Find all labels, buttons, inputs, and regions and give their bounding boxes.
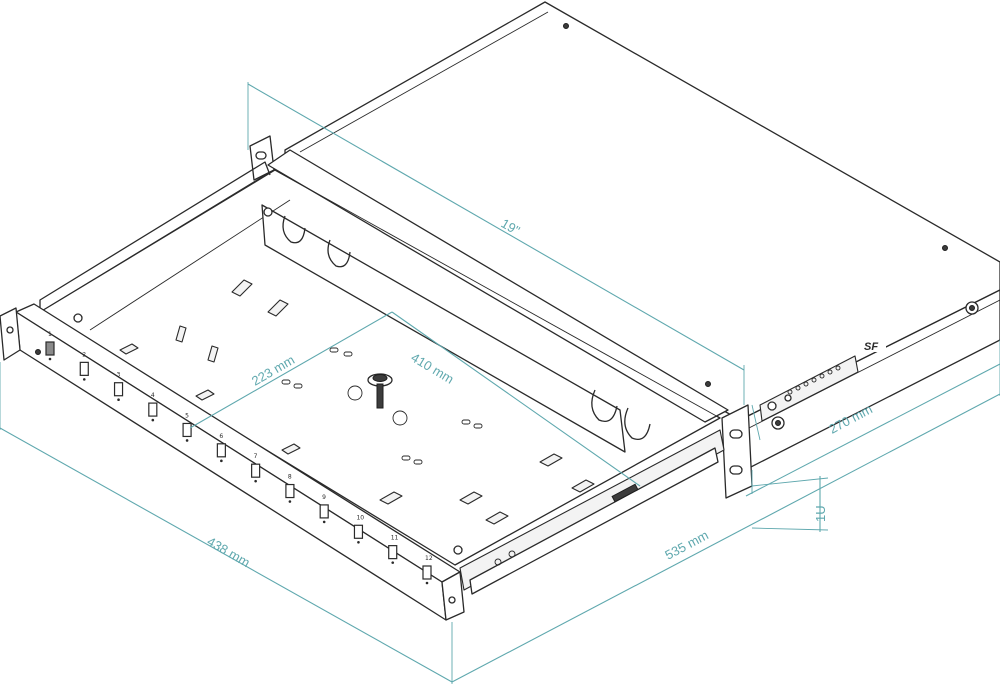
port-10: 10 xyxy=(353,514,364,544)
port-number-label: 6 xyxy=(219,433,223,440)
splice-tabs xyxy=(119,279,595,525)
mount-slot-icon xyxy=(729,429,743,439)
port-number-label: 4 xyxy=(151,392,155,399)
port-number-label: 5 xyxy=(185,412,189,419)
port-cutout xyxy=(285,483,295,499)
dim-line-bracket-depth xyxy=(745,363,1000,497)
port-2: 2 xyxy=(79,351,89,381)
dim-label-front-width: 438 mm xyxy=(205,534,253,570)
right-mounting-ear xyxy=(721,404,753,499)
port-number-label: 7 xyxy=(254,453,258,460)
port-cutout xyxy=(388,545,398,560)
mount-slot-icon xyxy=(729,465,743,475)
port-9: 9 xyxy=(319,494,329,524)
port-number-label: 10 xyxy=(356,514,364,521)
port-number-label: 8 xyxy=(288,474,292,481)
dim-label-height: 1U xyxy=(813,505,828,522)
port-cutout xyxy=(216,443,226,458)
drawer-slide xyxy=(459,429,725,595)
port-cutout xyxy=(422,565,432,580)
dim-line-total-depth xyxy=(451,393,1000,683)
port-3: 3 xyxy=(113,372,124,402)
port-number-label: 11 xyxy=(391,535,399,542)
port-dot xyxy=(151,418,155,422)
dim-line-front-width xyxy=(0,427,453,683)
port-number-label: 12 xyxy=(425,555,433,562)
port-number-label: 2 xyxy=(82,351,86,358)
port-4: 4 xyxy=(148,392,158,422)
port-cutout xyxy=(45,341,55,356)
front-panel xyxy=(0,303,465,621)
dim-line-depth xyxy=(391,311,641,487)
port-dot xyxy=(254,479,257,483)
dim-label-total-depth: 535 mm xyxy=(662,527,711,562)
port-cutout xyxy=(182,422,192,438)
port-dot xyxy=(391,561,395,564)
port-dot xyxy=(185,439,189,442)
bolt-icon xyxy=(767,401,777,411)
port-8: 8 xyxy=(285,474,295,503)
port-dot xyxy=(220,459,223,463)
slide-rail xyxy=(759,355,859,430)
port-7: 7 xyxy=(251,453,261,483)
port-dot xyxy=(322,520,326,524)
bolt-icon xyxy=(784,394,792,402)
port-dot xyxy=(117,398,120,402)
port-cutout xyxy=(79,361,89,376)
cover-screw-icon xyxy=(705,381,711,387)
port-cutout xyxy=(148,402,158,417)
dim-line-tray-width xyxy=(189,311,393,429)
port-11: 11 xyxy=(388,535,399,564)
port-5: 5 xyxy=(182,412,192,442)
port-6: 6 xyxy=(216,433,226,463)
brand-logo: SF xyxy=(862,338,886,353)
port-1: 1 xyxy=(45,331,55,361)
port-cutout xyxy=(353,524,364,539)
port-cutout xyxy=(113,382,124,397)
cover-screw-icon xyxy=(563,23,569,29)
port-dot xyxy=(357,540,360,544)
dim-line-rack-width xyxy=(247,83,745,371)
logo-text: SF xyxy=(864,341,878,353)
port-number-label: 9 xyxy=(322,494,326,501)
port-number-label: 1 xyxy=(48,331,52,338)
port-dot xyxy=(48,357,52,361)
port-dot xyxy=(425,581,429,585)
center-bolt-icon xyxy=(367,373,393,409)
cover-screw-icon xyxy=(942,245,948,251)
port-cutout xyxy=(251,463,261,478)
port-12: 12 xyxy=(422,555,433,585)
panel-screw-icon xyxy=(35,349,41,355)
port-number-label: 3 xyxy=(117,372,121,379)
port-dot xyxy=(82,378,86,381)
floor-slots xyxy=(281,347,483,465)
port-cutout xyxy=(319,504,329,519)
port-dot xyxy=(288,500,292,503)
drawer-tray xyxy=(39,149,729,566)
